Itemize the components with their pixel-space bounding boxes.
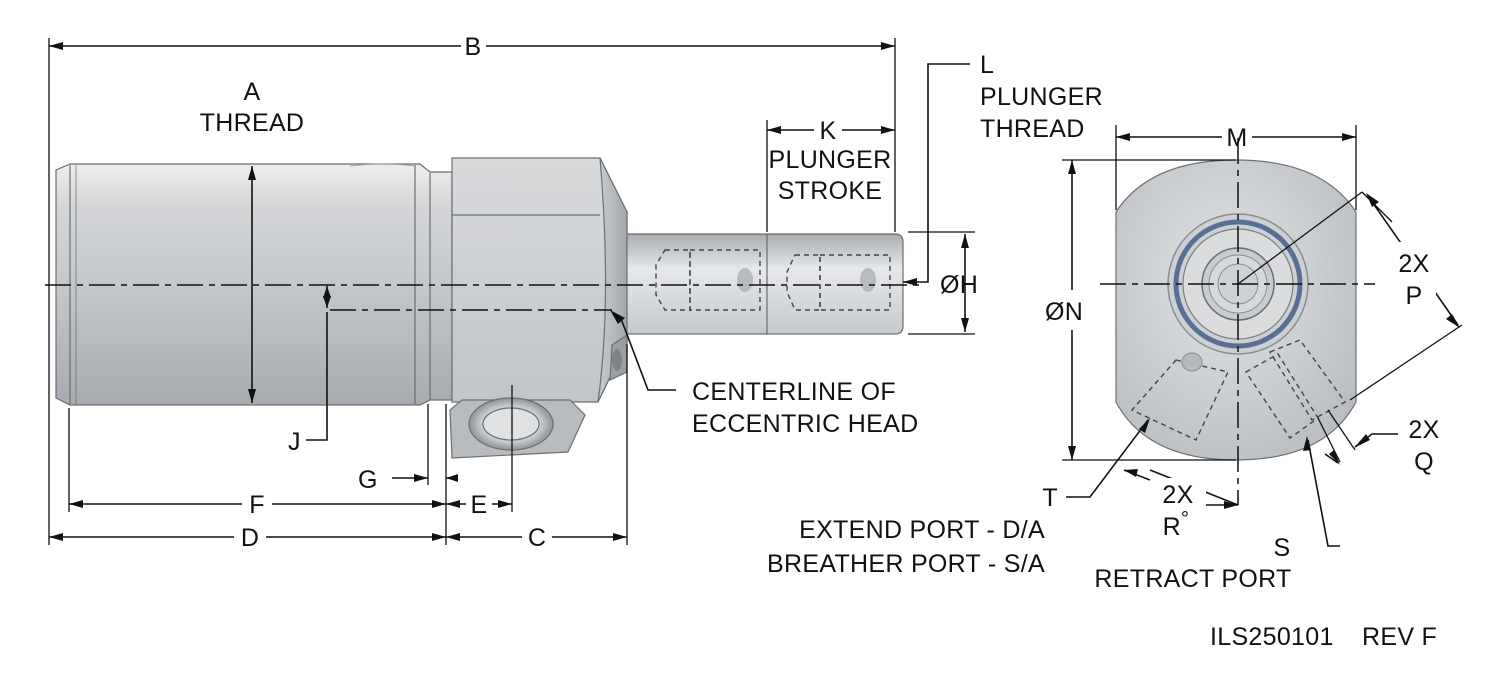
- dim-label-p-count: 2X: [1398, 250, 1429, 278]
- diameter-symbol: Ø: [1045, 298, 1065, 326]
- thread-label: THREAD: [200, 109, 305, 137]
- dim-label-n: ØN: [1045, 298, 1083, 326]
- dim-label-l: L: [980, 51, 994, 79]
- end-view: M ØN 2X P 2X Q 2X R°: [767, 124, 1463, 593]
- plunger-stroke-label-1: PLUNGER: [769, 146, 892, 174]
- revision-label: REV F: [1362, 623, 1437, 651]
- drawing-number: ILS250101: [1210, 623, 1334, 651]
- dim-label-s: S: [1274, 534, 1291, 562]
- retract-port-label: RETRACT PORT: [1094, 565, 1291, 593]
- centerline-label-1: CENTERLINE OF: [692, 378, 896, 406]
- extension-lines: [48, 38, 975, 545]
- plunger-thread-label-1: PLUNGER: [980, 83, 1103, 111]
- dim-label-r-count: 2X: [1162, 481, 1193, 509]
- plunger-thread-label-2: THREAD: [980, 115, 1085, 143]
- extend-port-label: EXTEND PORT - D/A: [799, 516, 1045, 544]
- centerline-label-2: ECCENTRIC HEAD: [692, 410, 918, 438]
- plunger: [626, 233, 904, 335]
- dim-label-j: J: [288, 428, 301, 456]
- dim-label-k: K: [820, 117, 837, 145]
- dim-label-m: M: [1226, 124, 1247, 152]
- dim-label-n-letter: N: [1065, 298, 1083, 326]
- dim-label-a: A: [244, 78, 261, 106]
- dim-label-p: P: [1406, 282, 1423, 310]
- dim-label-h: ØH: [940, 271, 978, 299]
- dim-label-e: E: [471, 491, 488, 519]
- dim-label-t: T: [1042, 484, 1058, 512]
- diameter-symbol: Ø: [940, 271, 960, 299]
- dim-label-g: G: [358, 466, 378, 494]
- dim-label-r-letter: R: [1163, 513, 1181, 541]
- dim-label-r: R°: [1163, 508, 1190, 541]
- dim-label-b: B: [465, 33, 482, 61]
- dim-label-c: C: [528, 524, 546, 552]
- breather-port-label: BREATHER PORT - S/A: [767, 550, 1045, 578]
- degree-symbol: °: [1181, 508, 1189, 530]
- dim-label-f: F: [249, 491, 265, 519]
- plunger-stroke-label-2: STROKE: [778, 177, 883, 205]
- dim-label-q: Q: [1414, 448, 1434, 476]
- dim-label-h-letter: H: [960, 271, 978, 299]
- eccentric-head: [449, 157, 628, 459]
- dim-label-q-count: 2X: [1408, 416, 1439, 444]
- side-view: B A THREAD K PLUNGER STROKE L PLUNGER TH…: [45, 33, 1103, 552]
- dim-label-d: D: [241, 524, 259, 552]
